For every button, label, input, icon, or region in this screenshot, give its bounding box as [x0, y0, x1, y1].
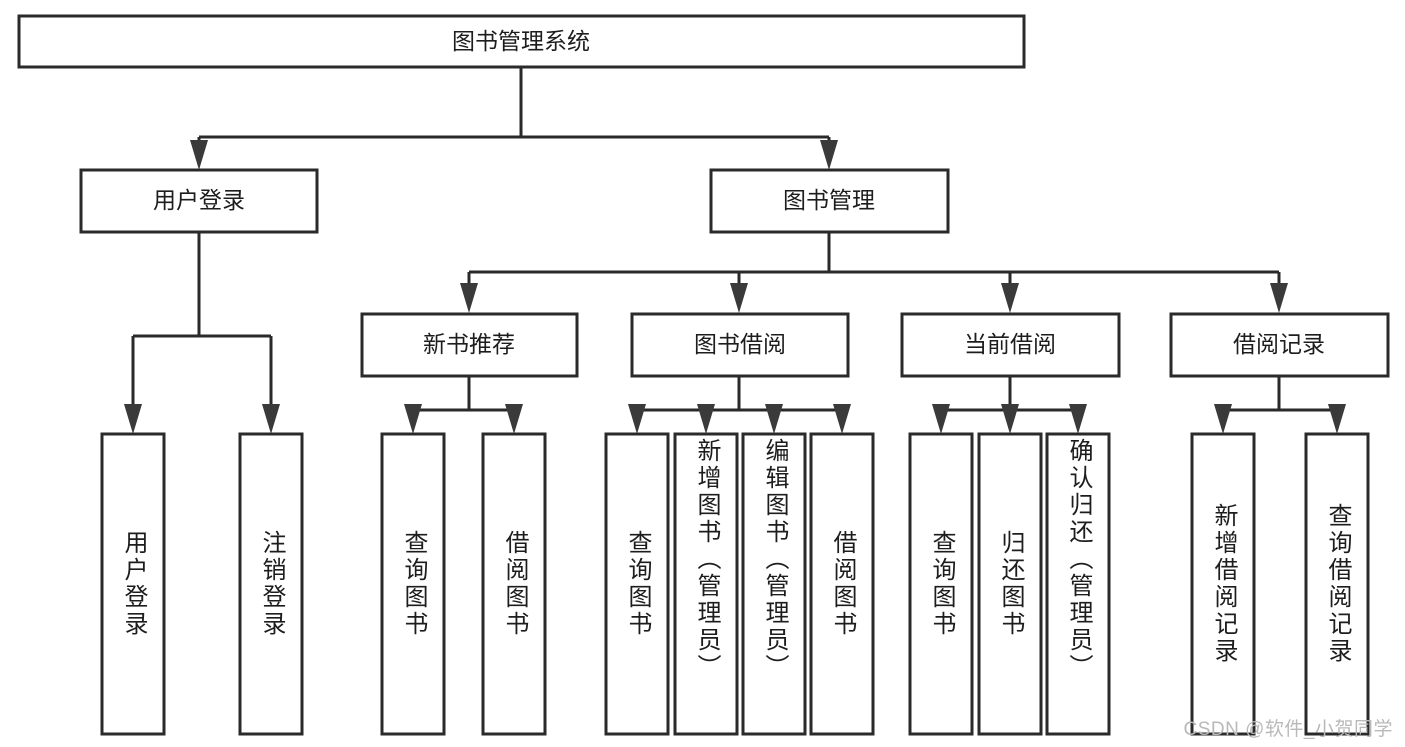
- arrow-to-leaf-query-book-a: [404, 404, 422, 434]
- node-leaf-query-book-c-box[interactable]: [908, 432, 974, 736]
- arrow-to-leaf-add-book: [697, 404, 715, 434]
- arrow-to-leaf-borrow-book-b: [833, 404, 851, 434]
- arrow-to-leaf-query-book-c: [932, 404, 950, 434]
- node-leaf-return-book-box[interactable]: [977, 432, 1043, 736]
- arrow-to-leaf-query-book-b: [628, 404, 646, 434]
- arrow-to-leaf-user-login: [124, 404, 142, 434]
- arrow-to-leaf-query-record: [1328, 404, 1346, 434]
- node-leaf-borrow-book-a-box[interactable]: [481, 432, 547, 736]
- node-current-borrow-box[interactable]: [900, 312, 1121, 378]
- arrow-to-new-book-recommend: [460, 283, 478, 313]
- node-root-label: 图书管理系统: [452, 28, 590, 54]
- node-book-manage-label: 图书管理: [783, 187, 875, 213]
- node-leaf-user-login-box[interactable]: [100, 432, 166, 736]
- node-leaf-add-book-box[interactable]: [673, 432, 739, 736]
- node-book-borrow-label: 图书借阅: [694, 331, 786, 357]
- arrow-to-current-borrow: [1001, 283, 1019, 313]
- arrow-to-leaf-edit-book: [765, 404, 783, 434]
- node-book-manage-box[interactable]: [709, 168, 950, 234]
- arrow-to-book-manage: [820, 140, 838, 170]
- node-layer: 图书管理系统 用户登录 图书管理 新书推荐 图书借阅 当前借阅 借阅记录: [17, 14, 1390, 736]
- node-leaf-query-book-a-box[interactable]: [380, 432, 446, 736]
- arrow-to-user-login: [190, 140, 208, 170]
- node-current-borrow-label: 当前借阅: [964, 331, 1056, 357]
- node-borrow-record-label: 借阅记录: [1233, 331, 1325, 357]
- node-leaf-confirm-return-box[interactable]: [1045, 432, 1111, 736]
- node-user-login-box[interactable]: [79, 168, 319, 234]
- node-root-box[interactable]: [17, 14, 1026, 69]
- node-leaf-edit-book-box[interactable]: [741, 432, 807, 736]
- arrow-to-leaf-borrow-book-a: [505, 404, 523, 434]
- arrow-to-leaf-return-book: [1001, 404, 1019, 434]
- node-book-borrow-box[interactable]: [630, 312, 850, 378]
- connector-layer: [124, 67, 1346, 434]
- node-new-book-recommend-box[interactable]: [360, 312, 579, 378]
- arrow-to-leaf-logout: [262, 404, 280, 434]
- arrow-to-leaf-add-record: [1214, 404, 1232, 434]
- node-leaf-query-record-box[interactable]: [1304, 432, 1370, 736]
- arrow-to-leaf-confirm-return: [1069, 404, 1087, 434]
- node-new-book-recommend-label: 新书推荐: [423, 331, 515, 357]
- node-borrow-record-box[interactable]: [1169, 312, 1390, 378]
- csdn-watermark: CSDN @软件_小贺同学: [1183, 719, 1393, 740]
- node-leaf-query-book-b-box[interactable]: [604, 432, 670, 736]
- arrow-to-book-borrow: [730, 283, 748, 313]
- node-user-login-label: 用户登录: [153, 187, 245, 213]
- node-leaf-logout-box[interactable]: [238, 432, 304, 736]
- node-leaf-borrow-book-b-box[interactable]: [809, 432, 875, 736]
- node-leaf-add-record-box[interactable]: [1190, 432, 1256, 736]
- arrow-to-borrow-record: [1270, 283, 1288, 313]
